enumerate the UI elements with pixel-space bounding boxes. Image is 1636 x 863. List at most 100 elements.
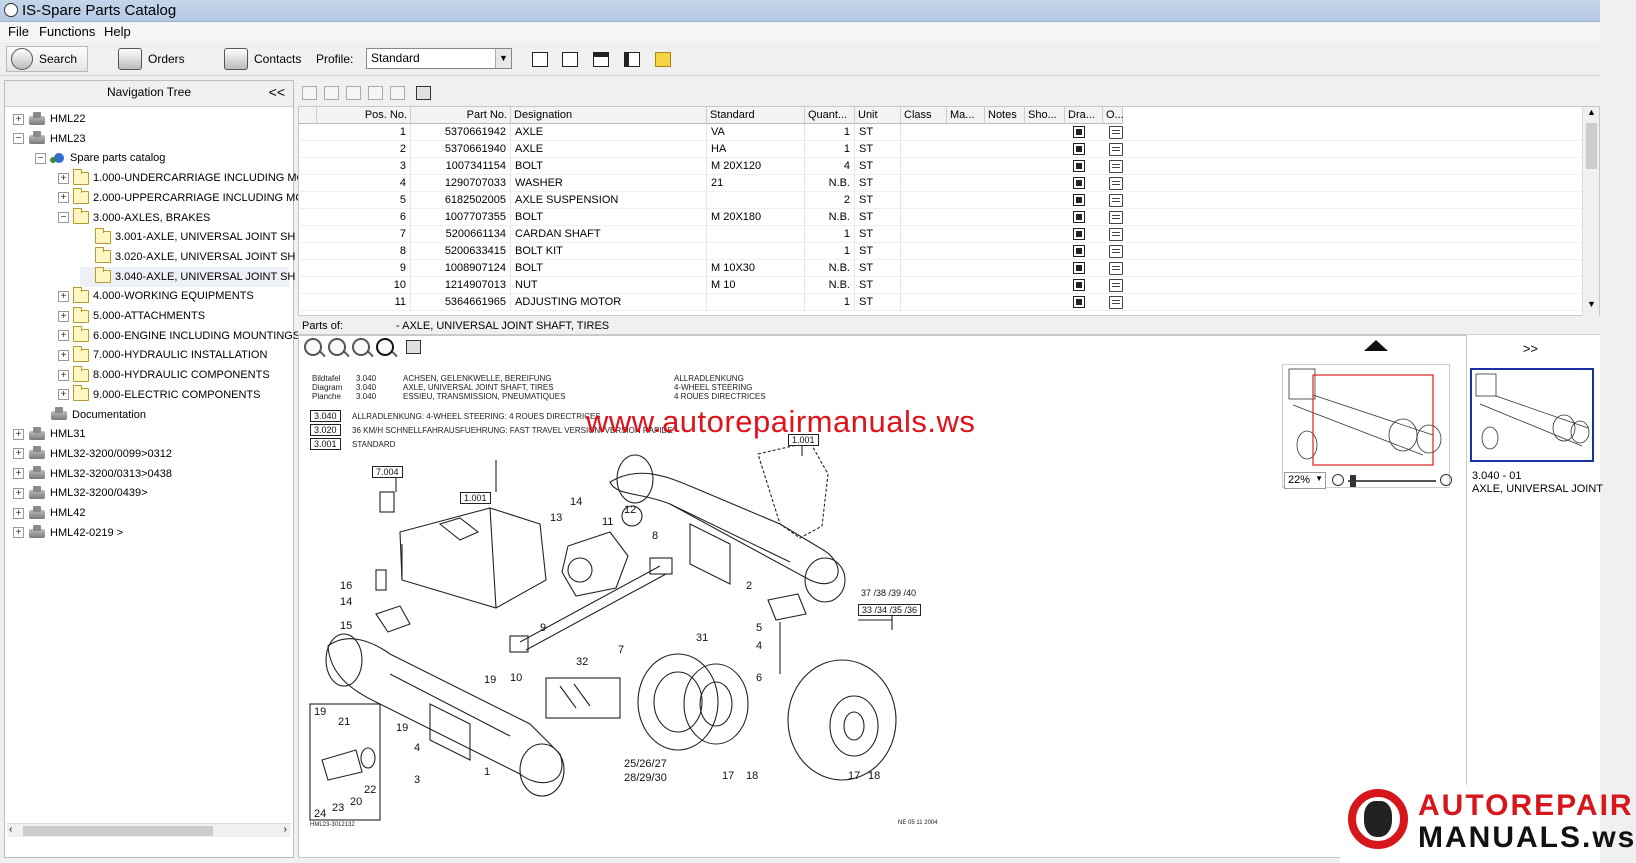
drawing-icon[interactable] <box>1073 126 1085 138</box>
drawing-icon[interactable] <box>1073 194 1085 206</box>
folder-open-icon[interactable] <box>655 52 671 67</box>
filter-icon[interactable] <box>390 86 405 100</box>
callout[interactable]: 17 <box>722 770 735 782</box>
layout-single-icon[interactable] <box>532 52 548 67</box>
column-header[interactable]: Class <box>901 107 947 124</box>
expand-icon[interactable]: + <box>58 290 69 302</box>
callout[interactable]: 5 <box>756 622 763 634</box>
print-icon[interactable] <box>416 86 431 100</box>
drawing-icon[interactable] <box>1073 177 1085 189</box>
expand-icon[interactable]: + <box>58 349 69 361</box>
expand-icon[interactable]: + <box>58 172 69 184</box>
ref-box-2[interactable]: 1.001 <box>460 492 491 504</box>
expand-icon[interactable]: + <box>58 192 69 204</box>
tree-item[interactable]: −HML23 <box>13 129 289 149</box>
callout[interactable]: 9 <box>540 622 547 634</box>
drawing-icon[interactable] <box>1073 279 1085 291</box>
ref-box-4[interactable]: 37 /38 /39 /40 <box>858 588 920 598</box>
contacts-button[interactable]: Contacts <box>224 46 301 72</box>
scroll-left-icon[interactable]: ‹ <box>9 824 13 835</box>
collapse-icon[interactable]: − <box>35 152 46 164</box>
zoom-in-icon[interactable] <box>1440 474 1452 486</box>
callout[interactable]: 7 <box>618 644 625 656</box>
column-header[interactable]: Sho... <box>1025 107 1065 124</box>
tree-item[interactable]: +HML42 <box>13 503 289 523</box>
edit-icon[interactable] <box>324 86 339 100</box>
document-icon[interactable] <box>1109 279 1123 292</box>
callout[interactable]: 18 <box>746 770 759 782</box>
callout[interactable]: 14 <box>570 496 583 508</box>
document-icon[interactable] <box>1109 143 1123 156</box>
expand-icon[interactable]: + <box>13 113 24 125</box>
column-header[interactable]: Standard <box>707 107 805 124</box>
document-icon[interactable] <box>1109 228 1123 241</box>
tree-item[interactable]: +5.000-ATTACHMENTS <box>58 306 289 326</box>
profile-select[interactable]: Standard ▼ <box>366 48 512 69</box>
zoom-out-icon[interactable] <box>1332 474 1344 486</box>
scroll-right-icon[interactable]: › <box>283 824 287 835</box>
tree-item[interactable]: +6.000-ENGINE INCLUDING MOUNTINGS <box>58 326 300 346</box>
print-drawing-icon[interactable] <box>406 340 421 354</box>
callout[interactable]: 15 <box>340 620 353 632</box>
column-header[interactable]: Dra... <box>1065 107 1103 124</box>
callout[interactable]: 12 <box>624 504 637 516</box>
column-header[interactable]: O... <box>1103 107 1124 124</box>
parts-table-scrollbar[interactable]: ▲ ▼ <box>1582 107 1599 316</box>
expand-icon[interactable]: + <box>58 389 69 401</box>
expand-icon[interactable]: + <box>13 487 24 499</box>
drawing-icon[interactable] <box>1073 228 1085 240</box>
copy-icon[interactable] <box>302 86 317 100</box>
diagram-thumbnail[interactable] <box>1470 368 1594 462</box>
callout[interactable]: 19 <box>396 722 409 734</box>
chevron-down-icon[interactable]: ▼ <box>495 49 511 68</box>
zoom-select[interactable]: 22% ▼ <box>1284 472 1326 489</box>
drawing-icon[interactable] <box>1073 262 1085 274</box>
ref-box-5[interactable]: 33 /34 /35 /36 <box>858 604 922 616</box>
expand-icon[interactable]: + <box>13 527 24 539</box>
tree-item[interactable]: −Spare parts catalog <box>35 148 289 168</box>
document-icon[interactable] <box>1109 262 1123 275</box>
collapse-panel-button[interactable]: << <box>268 84 285 100</box>
column-header[interactable]: Part No. <box>411 107 511 124</box>
scrollbar-thumb[interactable] <box>1586 123 1597 169</box>
callout[interactable]: 22 <box>364 784 377 796</box>
callout[interactable]: 31 <box>696 632 709 644</box>
document-icon[interactable] <box>1109 296 1123 309</box>
layout-vertical-icon[interactable] <box>624 52 640 67</box>
callout[interactable]: 19 <box>484 674 497 686</box>
callout[interactable]: 13 <box>550 512 563 524</box>
callout[interactable]: 8 <box>652 530 659 542</box>
callout[interactable]: 23 <box>332 802 345 814</box>
ref-box-1[interactable]: 7.004 <box>372 466 403 478</box>
document-icon[interactable] <box>1109 177 1123 190</box>
column-header[interactable]: Ma... <box>947 107 985 124</box>
zoom-out-icon[interactable] <box>352 338 370 356</box>
search-button[interactable]: Search <box>6 46 88 72</box>
scrollbar-thumb[interactable] <box>23 826 213 836</box>
column-header[interactable]: Unit <box>855 107 901 124</box>
callout[interactable]: 11 <box>602 516 614 528</box>
callout[interactable]: 2 <box>746 580 753 592</box>
scroll-down-icon[interactable]: ▼ <box>1587 299 1596 309</box>
tree-item[interactable]: +HML22 <box>13 109 289 129</box>
expand-icon[interactable]: + <box>13 448 24 460</box>
callout[interactable]: 16 <box>340 580 353 592</box>
callout[interactable]: 25/26/27 <box>624 758 667 770</box>
expand-icon[interactable]: + <box>13 507 24 519</box>
tree-item[interactable]: −3.000-AXLES, BRAKES <box>58 208 289 228</box>
tree-item[interactable]: +9.000-ELECTRIC COMPONENTS <box>58 385 289 405</box>
drawing-icon[interactable] <box>1073 143 1085 155</box>
callout[interactable]: 6 <box>756 672 763 684</box>
menu-functions[interactable]: Functions <box>39 24 96 39</box>
collapse-icon[interactable]: − <box>13 133 24 145</box>
tree-item[interactable]: +8.000-HYDRAULIC COMPONENTS <box>58 365 289 385</box>
orders-button[interactable]: Orders <box>118 46 185 72</box>
